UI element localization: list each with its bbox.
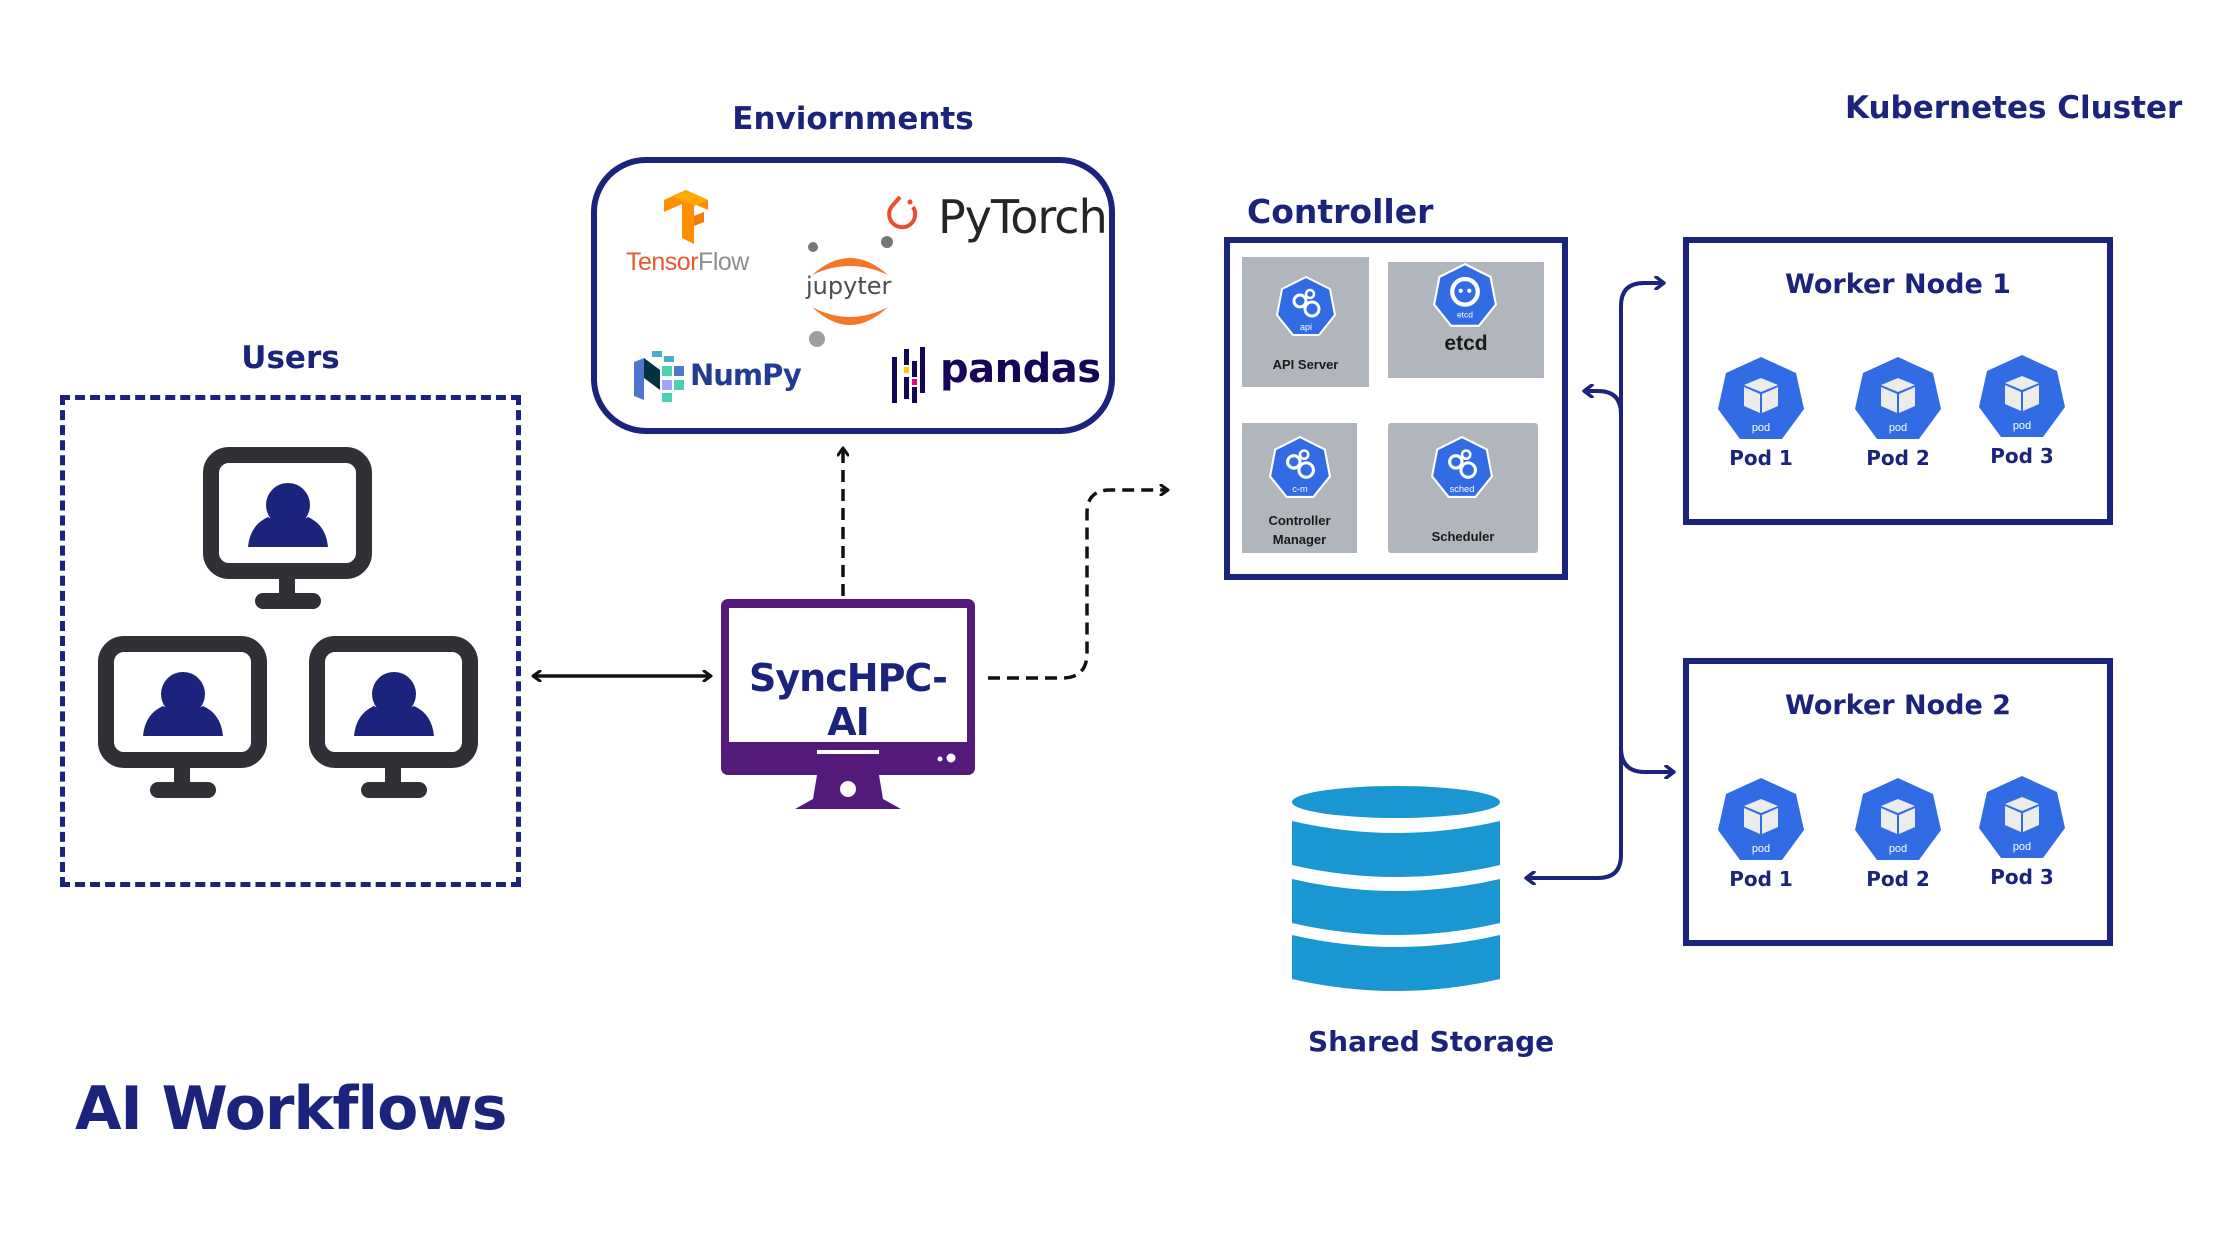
- pod-item: pod Pod 1: [1716, 776, 1806, 891]
- k8s-controller-manager-icon: c-m: [1268, 435, 1332, 498]
- worker-node-2-label: Worker Node 2: [1785, 690, 2011, 721]
- pod-label: Pod 2: [1866, 446, 1930, 470]
- worker-node-1: Worker Node 1 pod Pod 1 pod Pod 2 pod Po…: [1683, 237, 2113, 525]
- scheduler-label: Scheduler: [1431, 529, 1495, 544]
- controller-manager-label: Controller Manager: [1268, 513, 1331, 547]
- kubernetes-cluster-label: Kubernetes Cluster: [1845, 90, 2183, 126]
- pandas-label: pandas: [940, 346, 1101, 392]
- svg-text:pod: pod: [2013, 420, 2031, 432]
- synchpc-controller-arrow: [988, 490, 1168, 680]
- svg-text:pod: pod: [2013, 841, 2031, 853]
- pod-icon: pod: [1855, 778, 1941, 860]
- pod-item: pod Pod 3: [1977, 353, 2067, 468]
- etcd-label: etcd: [1444, 332, 1488, 355]
- pod-item: pod Pod 3: [1977, 774, 2067, 889]
- api-server-tile: api API Server: [1242, 257, 1369, 387]
- user-monitor-icon: [98, 636, 267, 798]
- k8s-api-icon: api: [1275, 275, 1337, 336]
- user-monitor-icon: [309, 636, 478, 798]
- controller-group: api API Server etcd etcd c-m Controller …: [1224, 237, 1568, 580]
- database-icon: [1292, 786, 1500, 991]
- controller-label: Controller: [1247, 192, 1434, 231]
- numpy-label: NumPy: [690, 358, 802, 392]
- pod-label: Pod 3: [1990, 444, 2054, 468]
- pod-item: pod Pod 2: [1853, 776, 1943, 891]
- cluster-bus-line: [1526, 305, 1623, 878]
- bus-controller-arrow: [1584, 391, 1623, 415]
- pod-item: pod Pod 2: [1853, 355, 1943, 470]
- jupyter-label: jupyter: [806, 272, 892, 300]
- svg-text:pod: pod: [1889, 843, 1907, 855]
- svg-text:pod: pod: [1889, 422, 1907, 434]
- pod-icon: pod: [1855, 357, 1941, 439]
- svg-text:api: api: [1300, 322, 1312, 332]
- pod-label: Pod 2: [1866, 867, 1930, 891]
- shared-storage-label: Shared Storage: [1308, 1025, 1555, 1058]
- pod-icon: pod: [1718, 778, 1804, 860]
- bus-worker-node-2-arrow: [1619, 747, 1674, 772]
- svg-text:sched: sched: [1450, 484, 1475, 494]
- users-label: Users: [241, 340, 340, 376]
- tensorflow-label: TensorFlow: [626, 248, 749, 276]
- jupyter-logo-icon: [808, 236, 893, 347]
- pytorch-label: PyTorch: [938, 190, 1108, 244]
- pod-icon: pod: [1979, 355, 2065, 437]
- pod-label: Pod 1: [1729, 867, 1793, 891]
- pod-label: Pod 3: [1990, 865, 2054, 889]
- worker-node-1-label: Worker Node 1: [1785, 269, 2011, 300]
- k8s-scheduler-icon: sched: [1430, 435, 1494, 498]
- pandas-logo-icon: [892, 347, 925, 403]
- page-title: AI Workflows: [75, 1074, 507, 1144]
- svg-text:c-m: c-m: [1292, 484, 1308, 494]
- synchpc-monitor-icon: [721, 599, 975, 809]
- environments-label: Enviornments: [732, 101, 974, 137]
- api-server-label: API Server: [1272, 357, 1339, 372]
- worker-node-2: Worker Node 2 pod Pod 1 pod Pod 2 pod Po…: [1683, 658, 2113, 946]
- pod-label: Pod 1: [1729, 446, 1793, 470]
- tensorflow-logo-icon: [664, 190, 708, 244]
- pod-icon: pod: [1979, 776, 2065, 858]
- user-monitor-icon: [203, 447, 372, 609]
- pod-icon: pod: [1718, 357, 1804, 439]
- svg-text:pod: pod: [1752, 422, 1770, 434]
- svg-text:pod: pod: [1752, 843, 1770, 855]
- pytorch-logo-icon: [887, 195, 918, 230]
- bus-worker-node-1-arrow: [1619, 283, 1664, 307]
- scheduler-tile: sched Scheduler: [1388, 423, 1538, 553]
- svg-text:etcd: etcd: [1457, 309, 1473, 319]
- synchpc-label: SyncHPC-AI: [749, 656, 948, 744]
- k8s-etcd-icon: etcd: [1432, 262, 1498, 327]
- etcd-tile: etcd etcd: [1388, 262, 1544, 378]
- controller-manager-tile: c-m Controller Manager: [1242, 423, 1357, 553]
- pod-item: pod Pod 1: [1716, 355, 1806, 470]
- numpy-logo-icon: [634, 351, 684, 402]
- users-group: [60, 395, 521, 887]
